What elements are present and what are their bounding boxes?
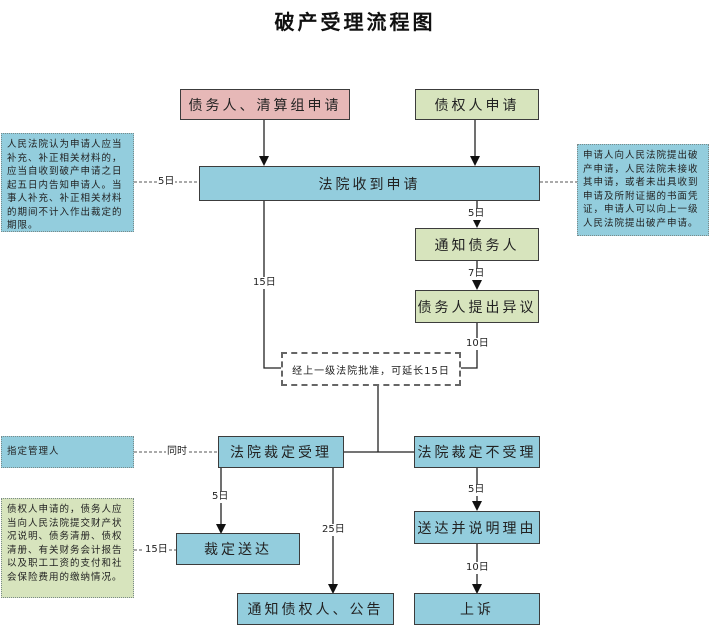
edge-receive-to-extension [263, 200, 282, 369]
label-10-days-appeal: 10日 [465, 562, 490, 574]
note-higher-court-application: 申请人向人民法院提出破产申请，人民法院未接收其申请，或者未出具收到申请及所附证据… [577, 144, 709, 236]
label-10-days-object: 10日 [465, 338, 490, 350]
edge-object-to-extension [460, 322, 478, 369]
label-5-days-notify: 5日 [467, 208, 486, 220]
node-notify-debtor: 通知债务人 [415, 228, 539, 261]
node-debtor-apply: 债务人、清算组申请 [180, 89, 350, 120]
diagram-title: 破产受理流程图 [274, 10, 436, 34]
label-5-days-served: 5日 [211, 491, 230, 503]
label-simultaneous: 同时 [166, 446, 188, 458]
node-court-receive: 法院收到申请 [199, 166, 540, 201]
node-extension: 经上一级法院批准，可延长15日 [281, 352, 461, 386]
label-15-days-note: 15日 [144, 544, 169, 556]
node-creditor-apply: 债权人申请 [415, 89, 539, 120]
node-debtor-object: 债务人提出异议 [415, 290, 539, 323]
node-appeal: 上诉 [414, 593, 540, 625]
label-15-days: 15日 [252, 277, 277, 289]
node-ruling-served: 裁定送达 [176, 533, 300, 565]
node-court-accept: 法院裁定受理 [218, 436, 344, 468]
node-serve-reasons: 送达并说明理由 [414, 511, 540, 544]
label-5-days-left: 5日 [157, 176, 176, 188]
note-appoint-administrator: 指定管理人 [1, 436, 134, 468]
node-court-reject: 法院裁定不受理 [414, 436, 540, 468]
label-25-days: 25日 [321, 524, 346, 536]
label-7-days: 7日 [467, 268, 486, 280]
note-debtor-submissions: 债权人申请的，债务人应当向人民法院提交财产状况说明、债务清册、债权清册、有关财务… [1, 498, 134, 598]
node-notify-creditors: 通知债权人、公告 [237, 593, 394, 625]
note-supplement-materials: 人民法院认为申请人应当补充、补正相关材料的，应当自收到破产申请之日起五日内告知申… [1, 133, 134, 232]
label-5-days-reject: 5日 [467, 484, 486, 496]
